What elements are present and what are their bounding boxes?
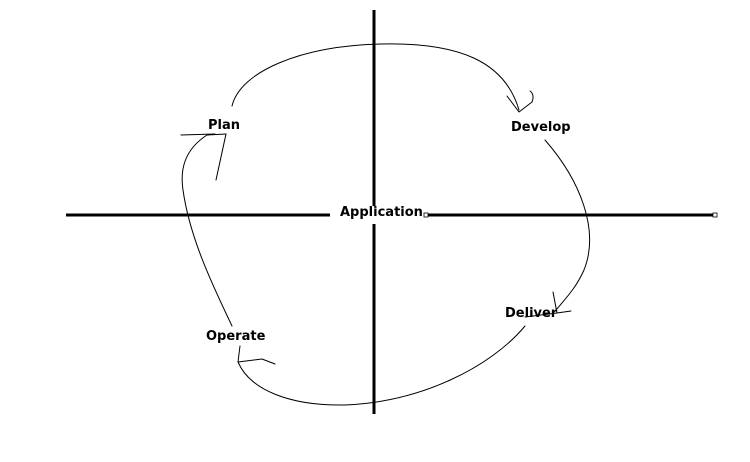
arrow-head-deliver-tail xyxy=(524,312,558,318)
arrow-head-operate xyxy=(237,345,263,363)
axis-end-marker-right xyxy=(712,212,718,218)
center-label-application: Application xyxy=(340,205,423,220)
arrow-develop-to-deliver xyxy=(544,139,591,311)
arrow-operate-to-plan xyxy=(181,133,233,327)
stage-label-develop: Develop xyxy=(511,120,571,135)
stage-label-operate: Operate xyxy=(206,329,266,344)
arrow-plan-to-develop xyxy=(231,43,520,111)
stage-label-plan: Plan xyxy=(208,118,241,133)
arrow-deliver-to-operate xyxy=(237,325,526,406)
arrow-head-operate-tail xyxy=(261,358,276,365)
arrow-head-develop xyxy=(506,95,533,113)
arrow-head-plan xyxy=(215,133,227,181)
arrow-head-develop-tail xyxy=(529,90,534,103)
stage-label-deliver: Deliver xyxy=(505,306,558,321)
axis-end-marker-left xyxy=(423,212,429,218)
arrow-head-plan-tail xyxy=(180,133,216,136)
